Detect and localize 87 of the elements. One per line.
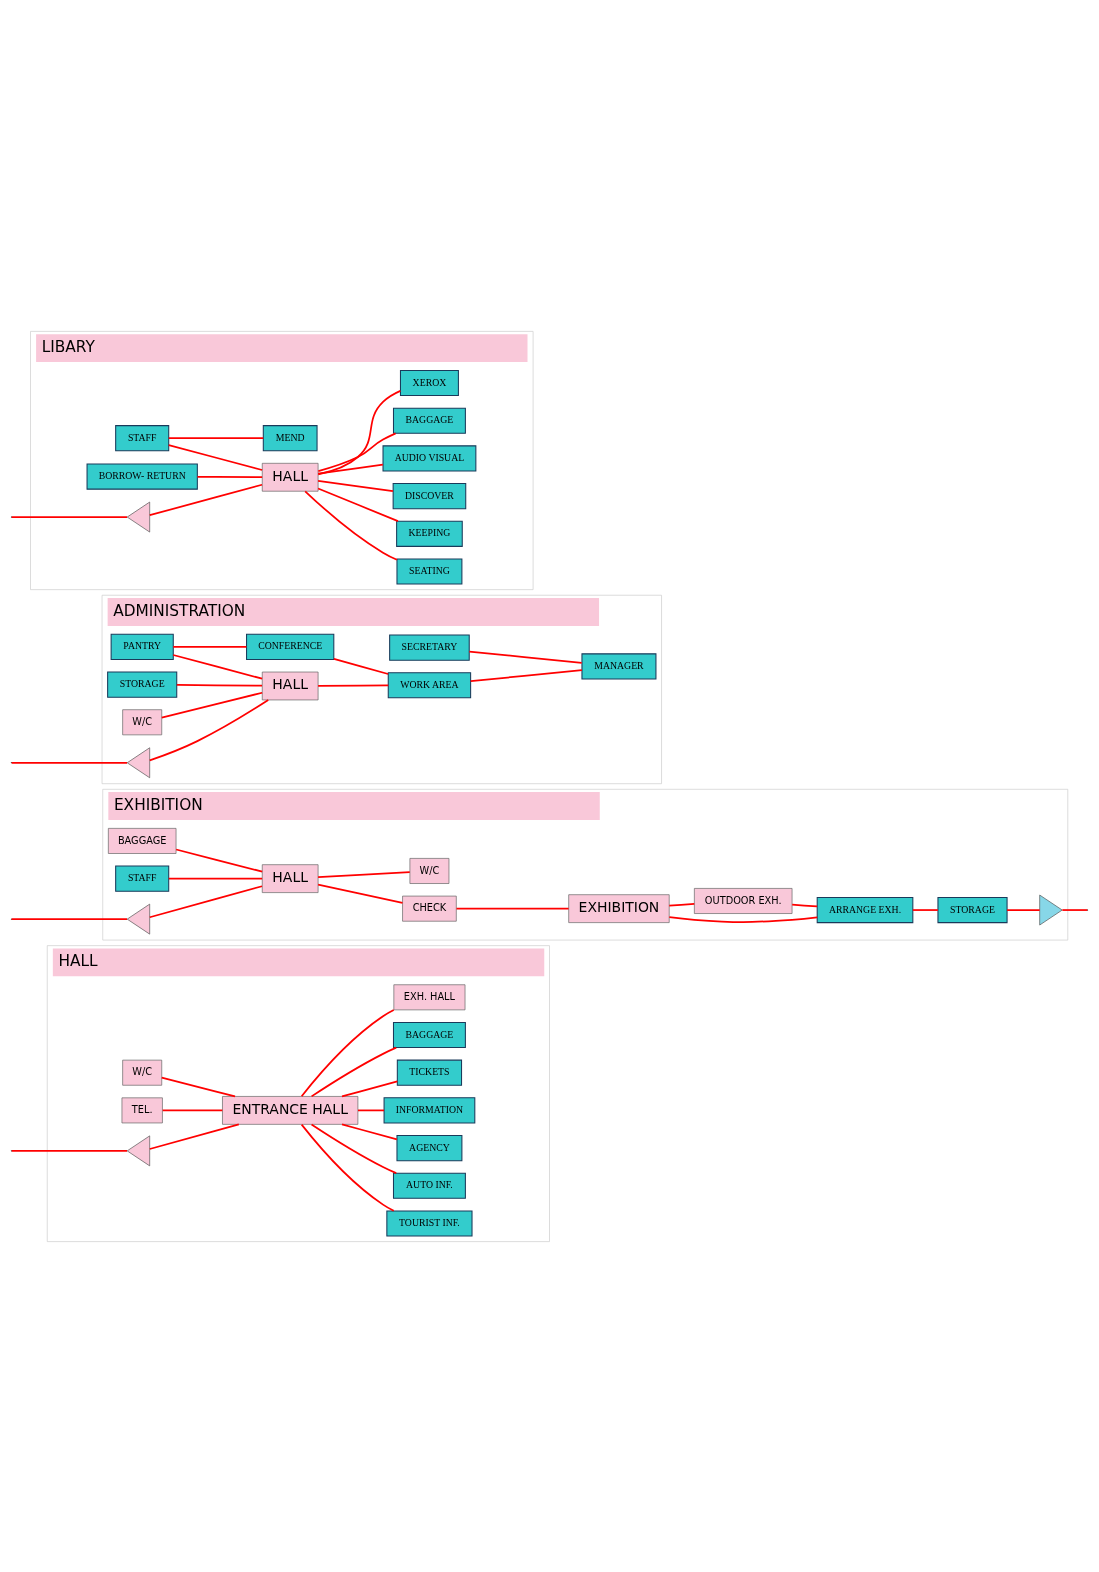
connector [468, 650, 583, 664]
node-box: HALL [261, 863, 319, 893]
node-box: SECRETARY [389, 634, 470, 661]
node-box: AGENCY [396, 1134, 463, 1161]
connector [317, 432, 397, 472]
connector [304, 489, 398, 561]
node-box: XEROX [399, 369, 459, 396]
node-box: BAGGAGE [392, 407, 466, 434]
node-box: AUTO INF. [392, 1172, 466, 1199]
node-triangle [126, 903, 151, 934]
node-box: W/C [122, 708, 163, 735]
connector [161, 1109, 224, 1111]
node-box: EXHIBITION [568, 893, 670, 923]
node-box: WORK AREA [387, 671, 472, 698]
connector [317, 479, 394, 492]
node-box: BAGGAGE [392, 1021, 466, 1048]
connector [148, 884, 263, 918]
node-box: TEL. [121, 1097, 163, 1123]
connector [341, 1079, 399, 1097]
connector [175, 848, 264, 872]
connector [10, 917, 128, 920]
connector [1061, 908, 1089, 911]
node-triangle [126, 501, 151, 532]
node-box: DISCOVER [392, 482, 467, 509]
node-box: STAFF [115, 424, 170, 451]
node-box: HALL [261, 462, 319, 492]
connector [455, 907, 570, 910]
connector [317, 463, 384, 474]
connector [469, 668, 583, 682]
connector [317, 684, 390, 687]
connector [148, 698, 270, 761]
node-box: CHECK [402, 895, 457, 922]
node-triangle [1039, 894, 1063, 925]
connector [300, 1008, 395, 1097]
connector [668, 915, 819, 923]
node-box: TOURIST INF. [386, 1209, 473, 1237]
connector [148, 483, 263, 516]
node-box: INFORMATION [383, 1096, 476, 1123]
connector [668, 902, 696, 906]
node-box: STORAGE [107, 671, 178, 698]
connector [1006, 908, 1041, 911]
connector [167, 443, 263, 471]
node-box: CONFERENCE [246, 633, 335, 660]
connector [333, 657, 389, 675]
connector [317, 883, 404, 904]
connector [791, 903, 818, 907]
node-box: SEATING [396, 557, 463, 585]
node-box: BAGGAGE [108, 827, 177, 854]
connector [167, 877, 263, 879]
node-box: TICKETS [396, 1059, 463, 1086]
connector [196, 475, 264, 478]
connector [160, 1076, 236, 1097]
node-box: AUDIO VISUAL [382, 444, 477, 471]
node-box: ENTRANCE HALL [222, 1095, 359, 1125]
connector [10, 515, 128, 518]
node-triangle [126, 1135, 151, 1166]
connector [176, 683, 263, 687]
connector [912, 908, 939, 911]
connector [341, 1123, 398, 1140]
connector [172, 645, 248, 648]
node-box: STORAGE [937, 896, 1008, 923]
connector [300, 1123, 395, 1212]
connector [10, 761, 128, 764]
node-box: MEND [262, 424, 318, 451]
node-box: W/C [409, 857, 450, 884]
node-triangle [126, 746, 151, 778]
connector [357, 1109, 385, 1111]
node-box: EXH. HALL [393, 983, 466, 1010]
connector [317, 389, 402, 475]
node-box: PANTRY [110, 633, 174, 660]
connector [310, 1046, 398, 1097]
connector [317, 487, 399, 522]
node-box: ARRANGE EXH. [816, 896, 914, 923]
node-box: W/C [122, 1059, 163, 1086]
node-box: MANAGER [581, 652, 657, 680]
connector [167, 436, 264, 439]
connector [160, 691, 264, 718]
node-box: BORROW- RETURN [86, 462, 198, 490]
connector [317, 870, 411, 878]
node-box: OUTDOOR EXH. [694, 887, 793, 914]
node-box: KEEPING [396, 520, 463, 547]
connector [310, 1123, 398, 1174]
node-box: STAFF [115, 865, 170, 892]
connector [10, 1149, 128, 1152]
connector [148, 1123, 240, 1150]
connector [172, 653, 263, 680]
node-box: HALL [261, 671, 319, 700]
